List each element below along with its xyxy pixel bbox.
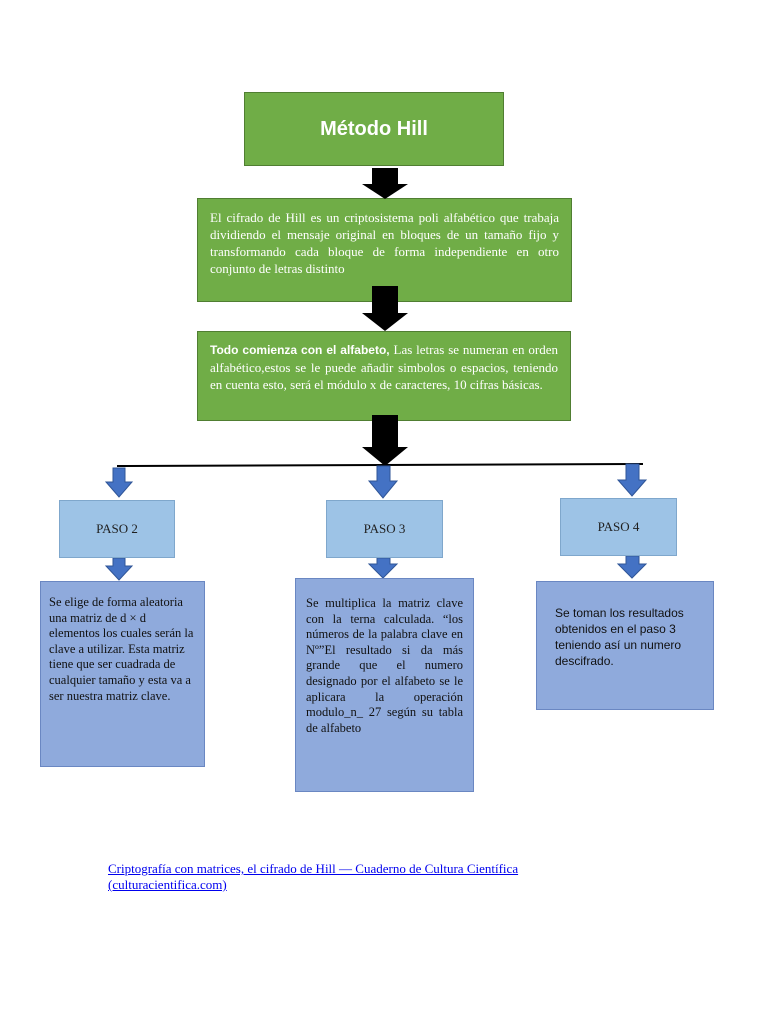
source-link[interactable]: Criptografía con matrices, el cifrado de… xyxy=(108,861,519,892)
description-node: El cifrado de Hill es un criptosistema p… xyxy=(197,198,572,302)
step-2-node: PASO 2 xyxy=(59,500,175,558)
step-2-detail: Se elige de forma aleatoria una matriz d… xyxy=(40,581,205,767)
description-text: El cifrado de Hill es un criptosistema p… xyxy=(210,210,559,276)
step-3-detail: Se multiplica la matriz clave con la ter… xyxy=(295,578,474,792)
black-down-arrow-1 xyxy=(362,168,408,199)
branch-line xyxy=(116,463,644,467)
alphabet-node: Todo comienza con el alfabeto, Las letra… xyxy=(197,331,571,421)
blue-arrow-step2-out xyxy=(104,557,134,581)
title-node: Método Hill xyxy=(244,92,504,166)
step-4-text: Se toman los resultados obtenidos en el … xyxy=(555,606,684,668)
step-4-node: PASO 4 xyxy=(560,498,677,556)
blue-arrow-step3-in xyxy=(367,465,399,499)
black-down-arrow-3 xyxy=(362,415,408,466)
step-2-text: Se elige de forma aleatoria una matriz d… xyxy=(49,595,194,703)
blue-arrow-step4-out xyxy=(616,555,648,579)
diagram-title: Método Hill xyxy=(320,117,428,140)
blue-arrow-step4-in xyxy=(616,463,648,497)
step-3-node: PASO 3 xyxy=(326,500,443,558)
black-down-arrow-2 xyxy=(362,286,408,331)
step-4-detail: Se toman los resultados obtenidos en el … xyxy=(536,581,714,710)
blue-arrow-step3-out xyxy=(367,557,399,579)
step-4-label: PASO 4 xyxy=(597,519,640,534)
blue-arrow-step2-in xyxy=(104,467,134,498)
alphabet-text: Las letras se numeran en orden alfabétic… xyxy=(210,342,558,392)
step-3-text: Se multiplica la matriz clave con la ter… xyxy=(306,596,463,735)
step-3-label: PASO 3 xyxy=(363,521,406,536)
step-2-label: PASO 2 xyxy=(96,521,138,536)
alphabet-lead: Todo comienza con el alfabeto, xyxy=(210,343,390,357)
